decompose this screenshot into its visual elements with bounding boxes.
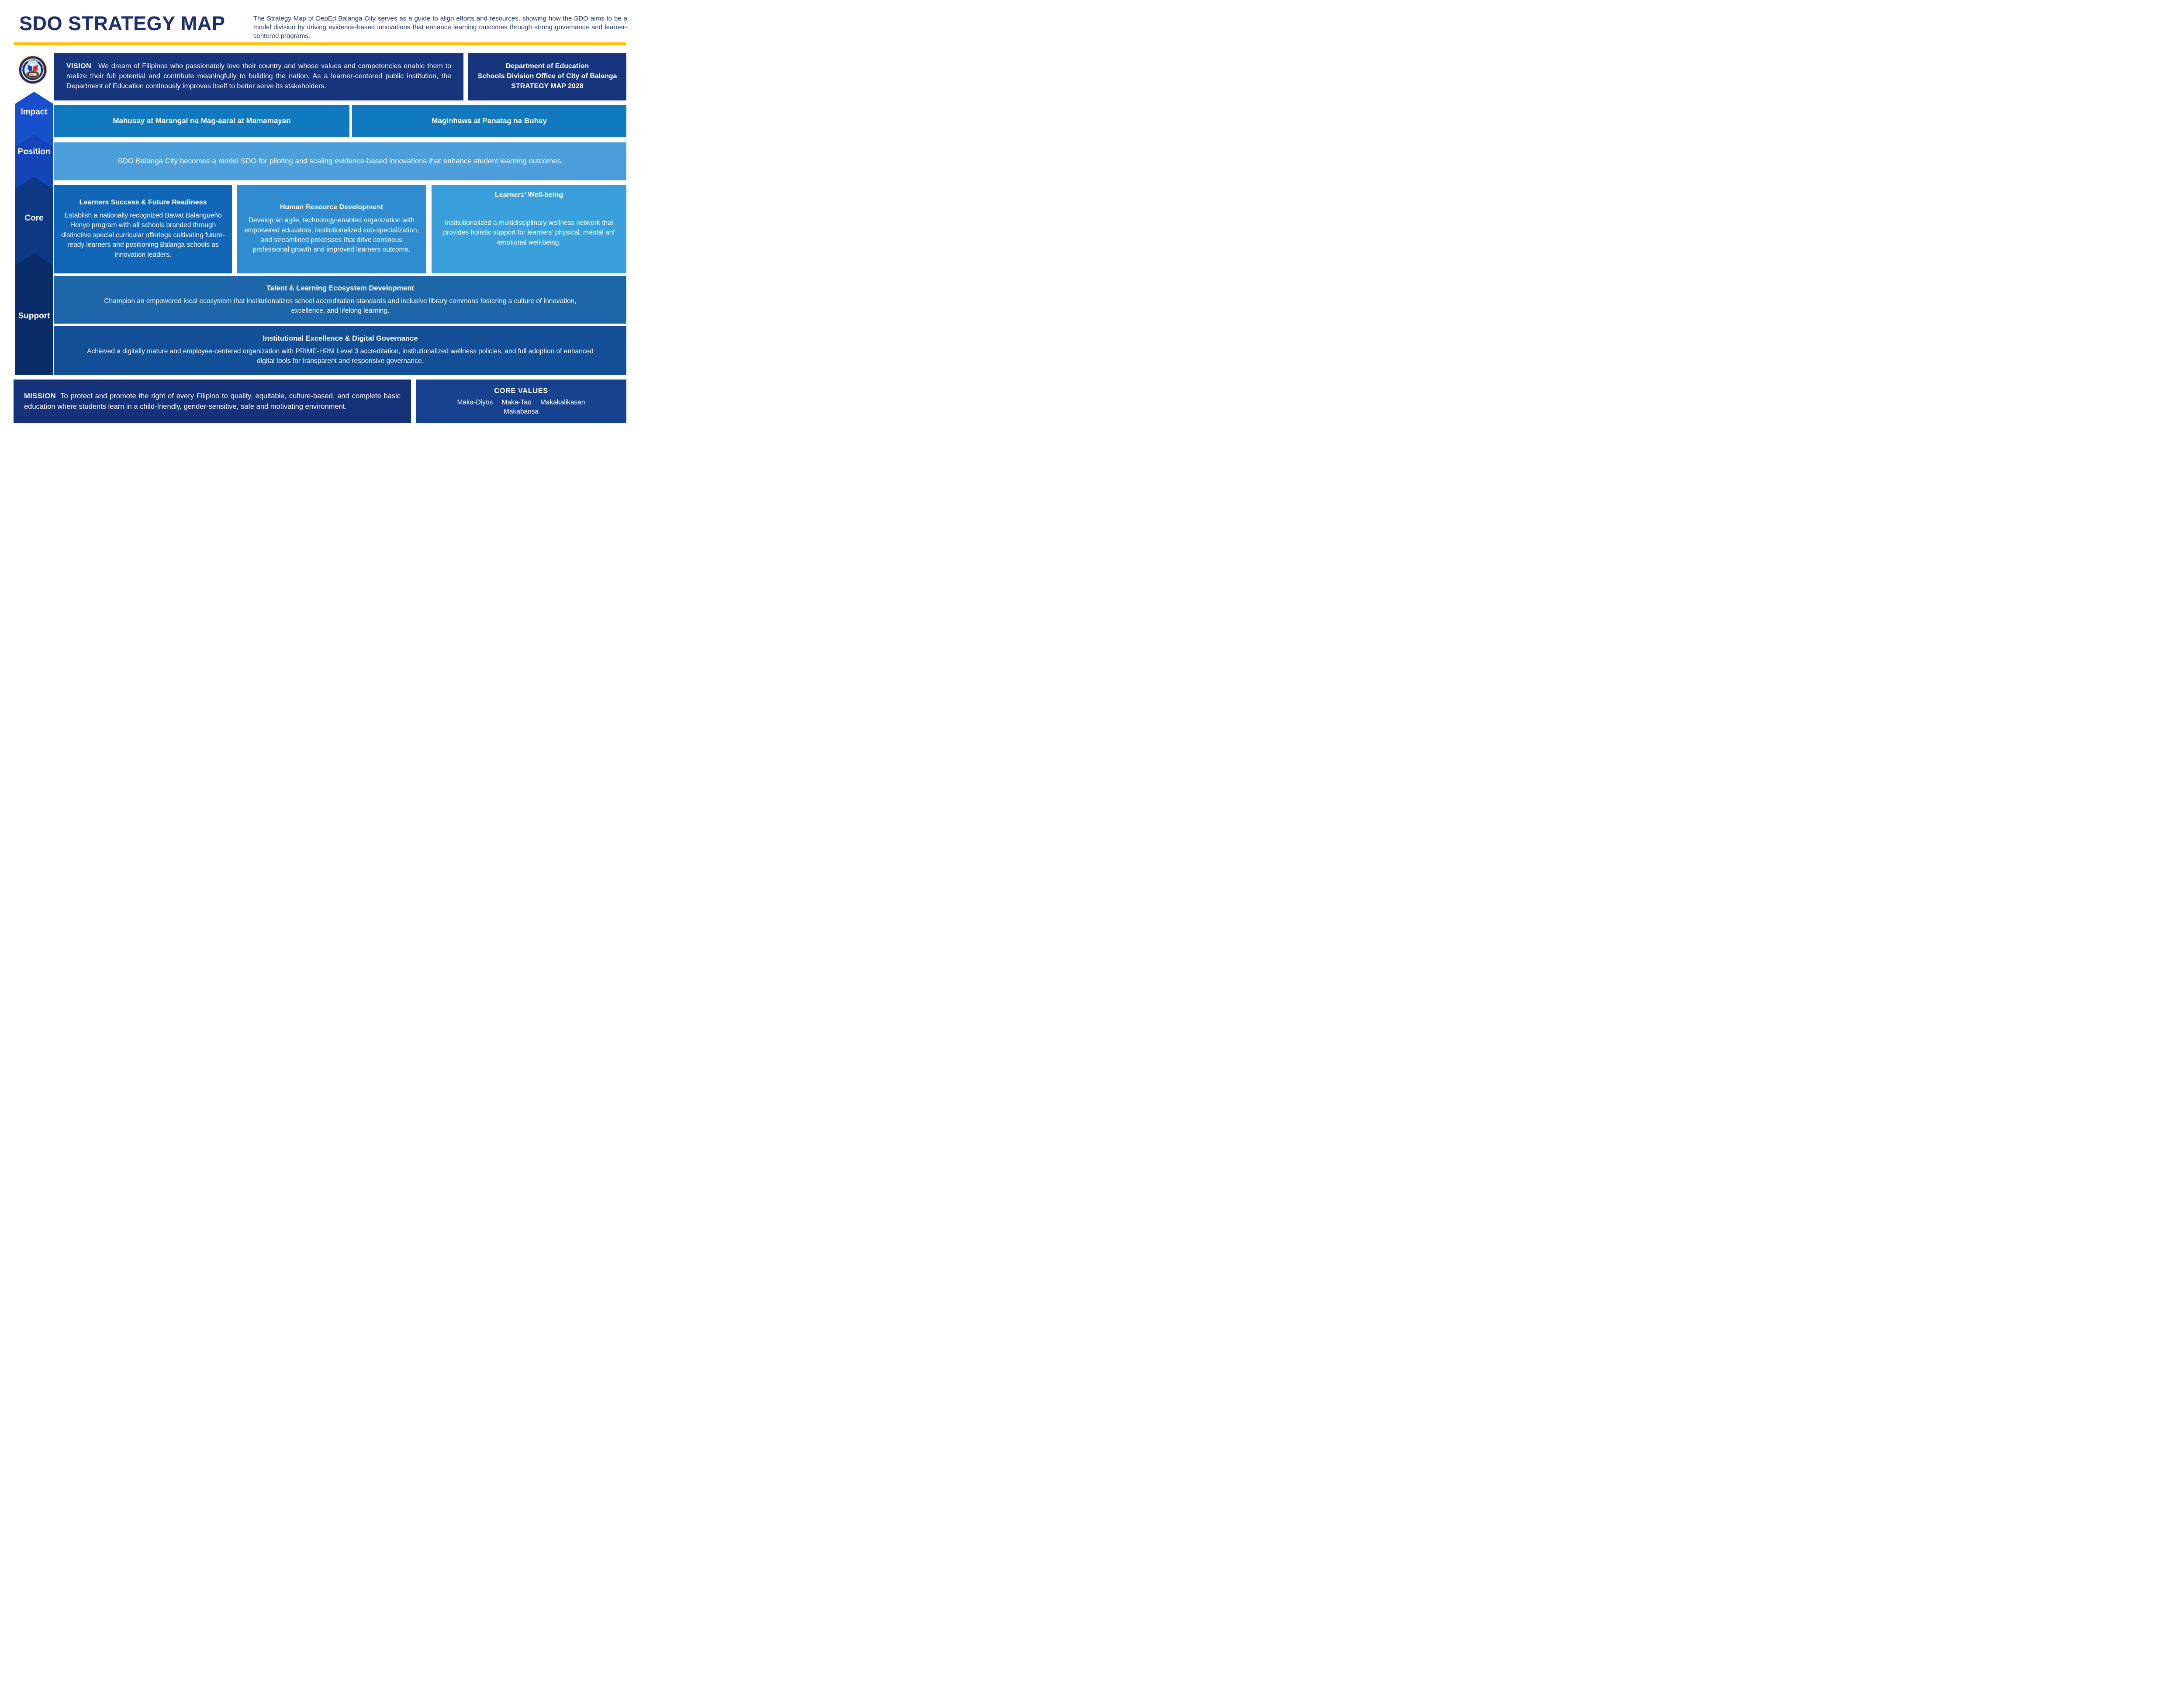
org-title-box: Department of Education Schools Division… — [468, 53, 626, 100]
strategy-map-poster: SDO STRATEGY MAP The Strategy Map of Dep… — [0, 0, 629, 424]
mission-text: To protect and promote the right of ever… — [24, 392, 401, 411]
core-values-line2: Makabansa — [503, 408, 539, 415]
impact-box-2: Maginhawa at Panatag na Buhay — [352, 105, 626, 137]
core-box-learners-success: Learners Success & Future Readiness Esta… — [54, 185, 232, 273]
impact-box-1: Mahusay at Marangal na Mag-aaral at Mama… — [54, 105, 349, 137]
vision-text: We dream of Filipinos who passionately l… — [66, 62, 451, 90]
support-box-institutional-excellence: Institutional Excellence & Digital Gover… — [54, 326, 626, 375]
position-box: SDO Balanga City becomes a model SDO for… — [54, 142, 626, 180]
core-box-hr-development: Human Resource Development Develop an ag… — [237, 185, 426, 273]
ladder-label-support: Support — [18, 311, 50, 321]
book-left-page — [28, 65, 33, 72]
page-title: SDO STRATEGY MAP — [19, 12, 225, 35]
intro-paragraph: The Strategy Map of DepEd Balanga City s… — [253, 15, 627, 40]
deped-wordmark-pill — [28, 73, 37, 76]
book-right-page — [33, 65, 38, 72]
position-text: SDO Balanga City becomes a model SDO for… — [117, 157, 563, 166]
core-values-box: CORE VALUES Maka-Diyos Maka-Tao Makakali… — [416, 380, 626, 423]
org-line1: Department of Education — [505, 62, 589, 70]
support-chevron — [15, 253, 53, 375]
ladder-label-impact: Impact — [21, 107, 48, 117]
support-box-2-body: Achieved a digitally mature and employee… — [87, 348, 594, 365]
seal-c-arc — [22, 61, 43, 80]
impact-box-1-text: Mahusay at Marangal na Mag-aaral at Mama… — [113, 117, 291, 125]
ladder-label-core: Core — [24, 214, 44, 223]
impact-box-2-text: Maginhawa at Panatag na Buhay — [432, 117, 547, 125]
book-spine — [32, 66, 33, 72]
support-box-1-title: Talent & Learning Ecosystem Development — [266, 284, 415, 292]
support-box-talent-ecosystem: Talent & Learning Ecosystem Development … — [54, 276, 626, 324]
ladder-label-position: Position — [17, 147, 51, 156]
seal-stars: ★ ★ ★ — [30, 62, 36, 64]
perspective-ladder: Impact Position Core Support — [15, 92, 53, 375]
core-box-3-title: Learners’ Well-being — [494, 191, 563, 199]
core-box-3-body: Institutionalized a multidisciplinary we… — [443, 219, 615, 246]
mission-label: MISSION — [24, 392, 56, 400]
deped-seal-logo: DEPARTMENT OF EDUCATION SCHOOLS DIVISION… — [18, 55, 47, 84]
core-box-1-title: Learners Success & Future Readiness — [79, 198, 207, 206]
core-box-2-title: Human Resource Development — [280, 204, 384, 211]
support-box-1-body: Champion an empowered local ecosystem th… — [104, 297, 577, 314]
core-values-title: CORE VALUES — [494, 387, 548, 395]
support-box-2-title: Institutional Excellence & Digital Gover… — [263, 335, 418, 342]
core-box-2-body: Develop an agile, technology-enabled org… — [244, 217, 419, 254]
core-box-1-body: Establish a nationally recognized Bawat … — [61, 211, 225, 259]
gold-divider — [14, 42, 626, 45]
deped-wordmark: DepED — [29, 74, 37, 76]
core-box-learners-wellbeing: Learners’ Well-being Institutionalized a… — [432, 185, 626, 273]
org-line3: STRATEGY MAP 2028 — [511, 82, 584, 90]
core-values-line1: Maka-Diyos Maka-Tao Makakalikasan — [457, 399, 585, 406]
core-chevron — [15, 177, 53, 266]
vision-label: VISION — [66, 62, 92, 70]
org-line2: Schools Division Office of City of Balan… — [477, 72, 617, 80]
graduation-cap-icon — [29, 63, 36, 65]
